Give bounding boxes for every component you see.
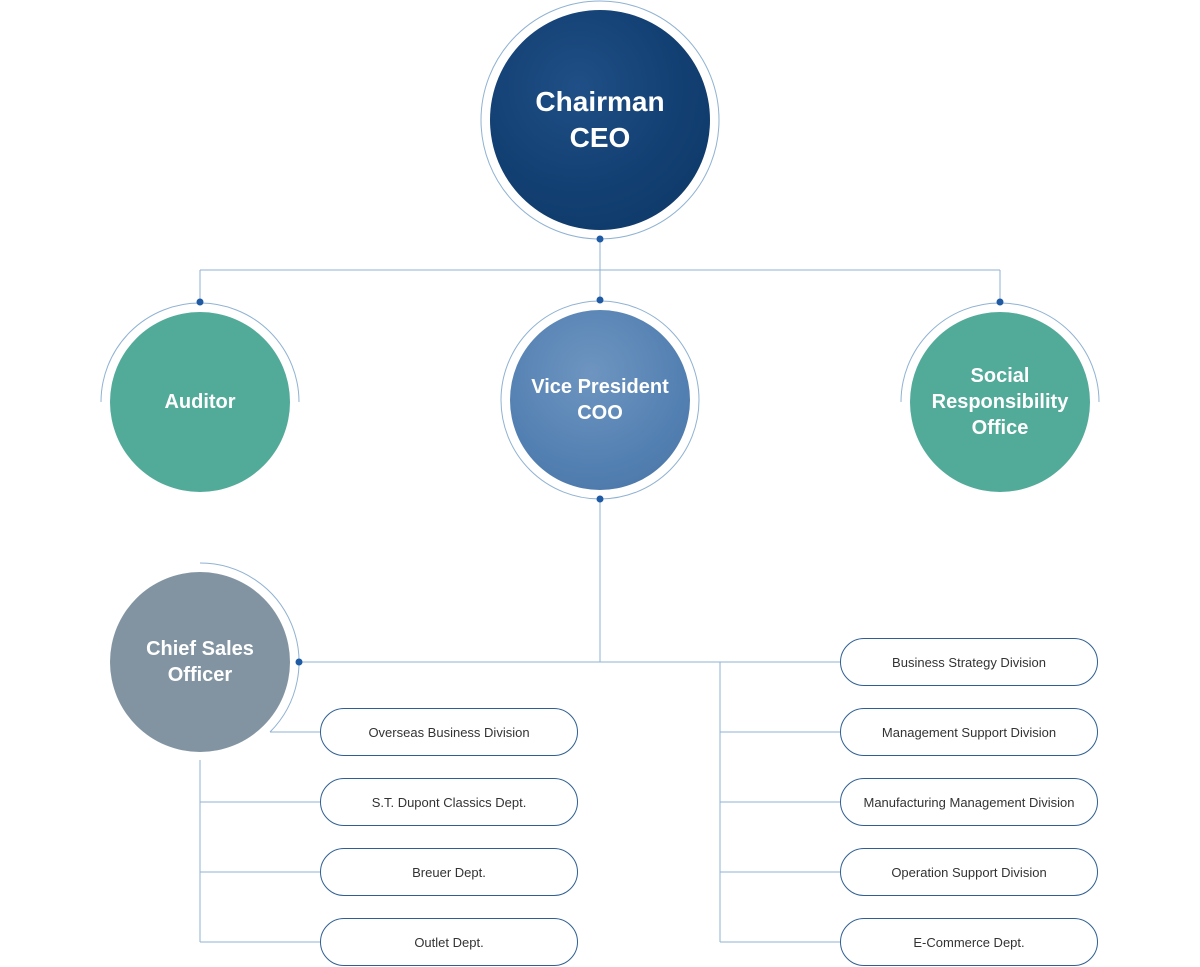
ceo-title-line2: CEO (569, 122, 631, 153)
dot-vp-bottom (596, 495, 604, 503)
division-label: Operation Support Division (891, 864, 1047, 880)
dept-label: Outlet Dept. (414, 934, 484, 950)
cso-title-line2: Officer (167, 664, 233, 686)
auditor-title: Auditor (164, 390, 236, 413)
dept-label: Breuer Dept. (412, 864, 486, 880)
dot-vp-top (596, 296, 604, 304)
chief-sales-officer-node: Chief Sales Officer (110, 572, 290, 752)
division-box-operation-support: Operation Support Division (840, 848, 1098, 896)
sro-title-line3: Office (971, 417, 1029, 439)
dept-box-breuer: Breuer Dept. (320, 848, 578, 896)
chairman-ceo-node: Chairman CEO (490, 10, 710, 230)
vice-president-coo-node: Vice President COO (510, 310, 690, 490)
cso-title-line1: Chief Sales (146, 638, 254, 660)
social-responsibility-office-node: Social Responsibility Office (910, 312, 1090, 492)
dot-ceo-bottom (596, 235, 604, 243)
division-label: E-Commerce Dept. (913, 934, 1025, 950)
division-label: Management Support Division (881, 724, 1057, 740)
dept-label: Overseas Business Division (368, 724, 530, 740)
division-label: Manufacturing Management Division (863, 794, 1075, 810)
dept-label: S.T. Dupont Classics Dept. (371, 794, 527, 810)
division-box-business-strategy: Business Strategy Division (840, 638, 1098, 686)
division-box-management-support: Management Support Division (840, 708, 1098, 756)
sro-title-line2: Responsibility (931, 391, 1069, 413)
dot-sro-top (996, 298, 1004, 306)
ceo-title-line1: Chairman (535, 86, 665, 117)
dot-cso-right (295, 658, 303, 666)
vp-title-line1: Vice President (531, 376, 669, 398)
dept-box-st-dupont-classics: S.T. Dupont Classics Dept. (320, 778, 578, 826)
division-box-e-commerce: E-Commerce Dept. (840, 918, 1098, 966)
division-box-manufacturing-management: Manufacturing Management Division (840, 778, 1098, 826)
division-label: Business Strategy Division (892, 654, 1046, 670)
dept-box-outlet: Outlet Dept. (320, 918, 578, 966)
vp-title-line2: COO (577, 402, 623, 424)
dept-box-overseas-business: Overseas Business Division (320, 708, 578, 756)
sro-title-line1: Social (970, 365, 1030, 387)
dot-auditor-top (196, 298, 204, 306)
cso-arc (199, 562, 300, 733)
auditor-node: Auditor (110, 312, 290, 492)
